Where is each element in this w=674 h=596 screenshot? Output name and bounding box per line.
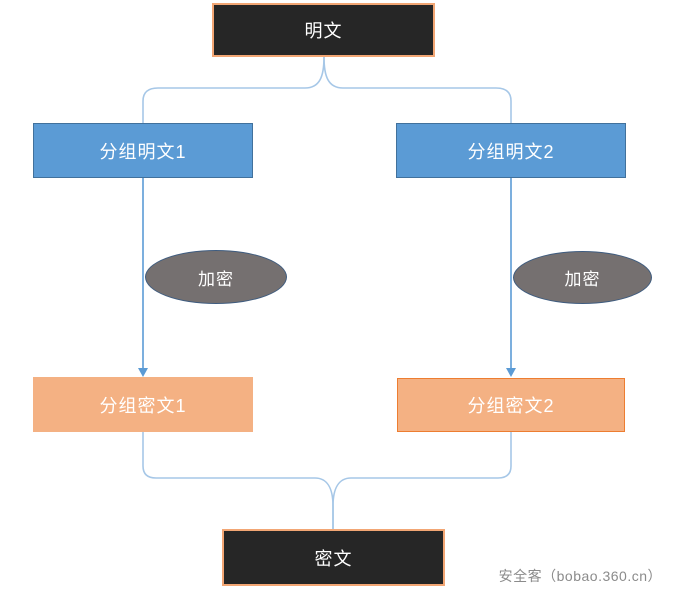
plaintext-label: 明文 [304, 21, 343, 41]
encrypt-ellipse-1: 加密 [145, 250, 287, 304]
split-brace-left [142, 56, 325, 123]
block-plaintext-2-box: 分组明文2 [396, 123, 626, 178]
encrypt-ellipse-2: 加密 [513, 251, 652, 304]
split-brace-right [323, 56, 512, 123]
block-ciphertext-1-label: 分组密文1 [99, 395, 187, 416]
block-ciphertext-1-box: 分组密文1 [33, 377, 253, 432]
watermark-text: 安全客（bobao.360.cn） [498, 568, 662, 584]
encrypt-arrowhead-2 [506, 368, 516, 377]
block-ciphertext-2-box: 分组密文2 [397, 378, 625, 432]
block-ciphertext-2-label: 分组密文2 [467, 396, 555, 416]
ciphertext-box: 密文 [222, 529, 445, 586]
encrypt-arrowhead-1 [138, 368, 148, 377]
encrypt-1-label: 加密 [198, 269, 234, 289]
block-plaintext-2-label: 分组明文2 [467, 141, 555, 162]
encrypt-2-label: 加密 [564, 270, 601, 289]
merge-brace-left [142, 432, 334, 529]
ciphertext-label: 密文 [314, 548, 353, 569]
block-plaintext-1-label: 分组明文1 [99, 141, 187, 162]
block-plaintext-1-box: 分组明文1 [33, 123, 253, 178]
merge-brace-right [332, 432, 512, 529]
plaintext-box: 明文 [212, 3, 435, 57]
